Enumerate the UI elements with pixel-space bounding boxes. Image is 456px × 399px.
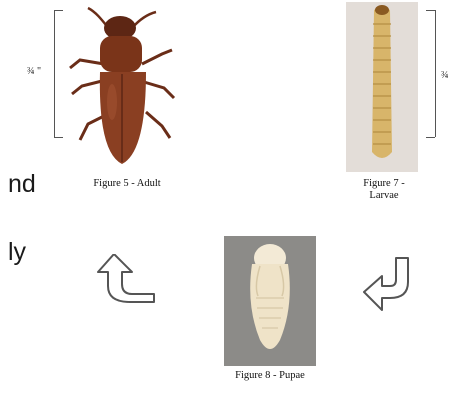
pupae-caption: Figure 8 - Pupae: [212, 370, 328, 382]
curved-arrow-left-icon: [96, 254, 162, 306]
adult-caption: Figure 5 - Adult: [72, 178, 182, 190]
adult-beetle-image: [62, 2, 182, 172]
adult-measure-label: ¾ ": [27, 66, 41, 77]
text-fragment-1: nd: [8, 170, 36, 199]
larvae-photo: [346, 2, 418, 172]
curved-arrow-down-left-icon: [360, 254, 420, 318]
larvae-caption: Figure 7 - Larvae: [348, 178, 420, 202]
pupae-photo: [224, 236, 316, 366]
larvae-measure-label: ¾: [441, 70, 449, 81]
larvae-caption-line1: Figure 7 -: [348, 178, 420, 190]
larvae-caption-line2: Larvae: [348, 190, 420, 202]
text-fragment-2: ly: [8, 238, 26, 267]
